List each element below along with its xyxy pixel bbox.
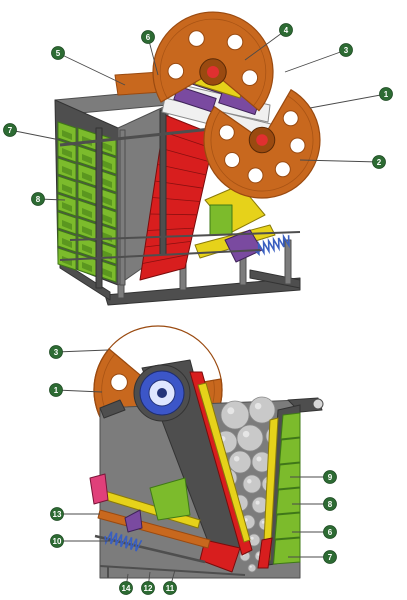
base-frame bbox=[59, 239, 301, 306]
top-callout-5: 5 bbox=[51, 46, 126, 86]
section-view: 3 1 9 8 6 7 13 10 14 12 11 bbox=[49, 325, 337, 595]
section-callout-13-label: 13 bbox=[53, 510, 62, 519]
top-callout-2-label: 2 bbox=[377, 158, 382, 167]
top-callout-4: 4 bbox=[244, 23, 293, 61]
section-callout-8-label: 8 bbox=[328, 500, 333, 509]
rear-flywheel bbox=[152, 11, 274, 112]
section-callout-7-label: 7 bbox=[328, 553, 333, 562]
top-callout-1: 1 bbox=[309, 87, 393, 109]
section-callout-11: 11 bbox=[163, 569, 177, 595]
top-callout-8-label: 8 bbox=[36, 195, 41, 204]
section-callout-1: 1 bbox=[49, 383, 103, 397]
top-callout-7: 7 bbox=[3, 123, 61, 141]
section-callout-3: 3 bbox=[49, 345, 109, 359]
top-callout-5-label: 5 bbox=[56, 49, 61, 58]
top-callout-8: 8 bbox=[31, 192, 66, 206]
section-callout-12-label: 12 bbox=[144, 584, 153, 593]
section-callout-8: 8 bbox=[292, 497, 337, 511]
section-callout-3-label: 3 bbox=[54, 348, 59, 357]
eccentric-bearing bbox=[133, 364, 191, 422]
front-flywheel bbox=[203, 88, 321, 199]
section-callouts: 3 1 9 8 6 7 13 10 14 12 11 bbox=[49, 345, 337, 595]
top-callout-7-label: 7 bbox=[8, 126, 13, 135]
top-callout-3-label: 3 bbox=[344, 46, 349, 55]
top-callout-4-label: 4 bbox=[284, 26, 289, 35]
section-callout-10-label: 10 bbox=[53, 537, 62, 546]
top-callout-3: 3 bbox=[284, 43, 353, 73]
top-callout-2: 2 bbox=[299, 155, 386, 169]
section-callout-6: 6 bbox=[292, 525, 337, 539]
section-callout-11-label: 11 bbox=[166, 584, 175, 593]
section-callout-10: 10 bbox=[50, 534, 110, 548]
tension-spring bbox=[254, 233, 290, 257]
top-callouts: 1 2 3 4 5 6 7 8 bbox=[3, 23, 393, 206]
section-callout-1-label: 1 bbox=[54, 386, 59, 395]
top-callout-6: 6 bbox=[141, 30, 159, 76]
section-callout-13: 13 bbox=[50, 507, 100, 521]
swing-jaw bbox=[139, 114, 216, 281]
section-callout-14: 14 bbox=[119, 573, 133, 595]
fixed-jaw-liner-side bbox=[257, 404, 301, 569]
section-callout-7: 7 bbox=[288, 550, 337, 564]
isometric-view: 1 2 3 4 5 6 7 8 bbox=[3, 11, 393, 306]
tie-rods bbox=[59, 126, 301, 261]
section-callout-14-label: 14 bbox=[122, 584, 131, 593]
top-callout-6-label: 6 bbox=[146, 33, 151, 42]
section-callout-12: 12 bbox=[141, 571, 155, 595]
section-callout-6-label: 6 bbox=[328, 528, 333, 537]
top-callout-1-label: 1 bbox=[384, 90, 389, 99]
section-callout-9-label: 9 bbox=[328, 473, 333, 482]
tension-spring-side bbox=[104, 531, 143, 552]
section-callout-9: 9 bbox=[290, 470, 337, 484]
